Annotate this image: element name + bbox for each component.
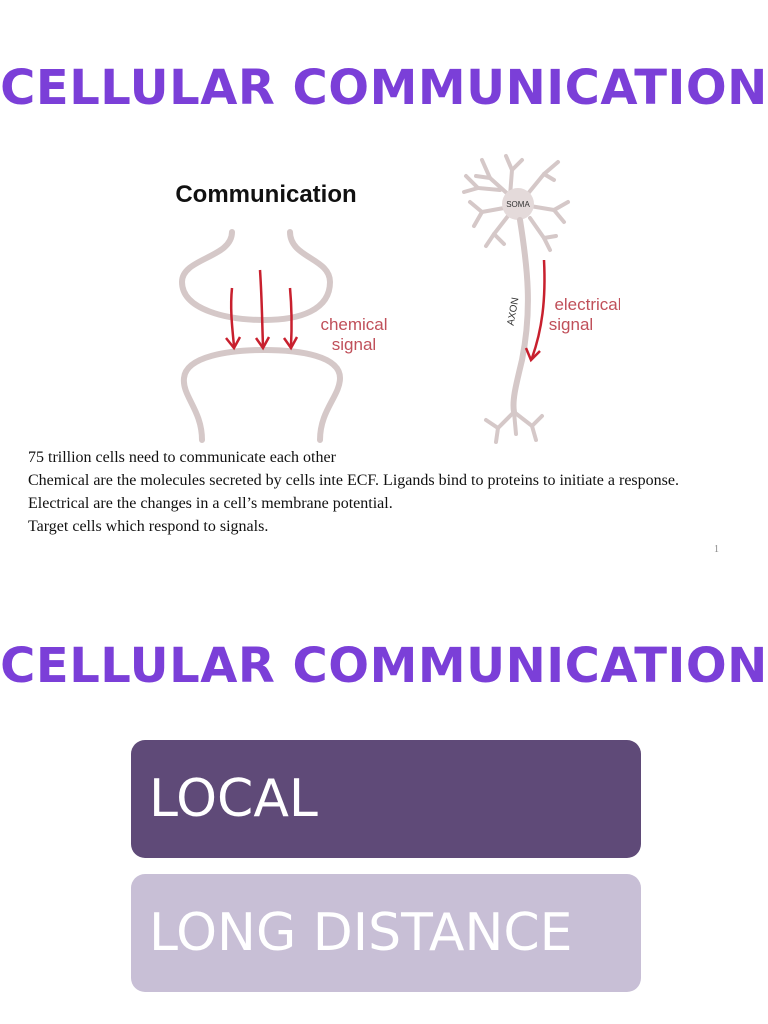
chemical-label-line1: chemical (320, 315, 387, 334)
electrical-arrow (524, 259, 546, 363)
body-line: Chemical are the molecules secreted by c… (28, 472, 679, 489)
slide-1: CELLULAR COMMUNICATION Communication che… (0, 60, 768, 555)
soma-body (502, 188, 534, 220)
slide-title: CELLULAR COMMUNICATION (0, 60, 768, 116)
slide-title: CELLULAR COMMUNICATION (0, 638, 768, 694)
body-line: 75 trillion cells need to communicate ea… (28, 449, 336, 466)
figure-heading: Communication (175, 181, 356, 208)
electrical-label-line2: signal (549, 315, 593, 334)
long-distance-label: LONG DISTANCE (149, 903, 573, 963)
body-line: Electrical are the changes in a cell’s m… (28, 495, 393, 512)
body-text: 75 trillion cells need to communicate ea… (28, 446, 740, 538)
axon-label: AXON (506, 297, 522, 327)
soma-label: SOMA (506, 200, 530, 209)
long-distance-box: LONG DISTANCE (131, 874, 641, 992)
body-line: Target cells which respond to signals. (28, 518, 269, 535)
local-label: LOCAL (149, 769, 318, 829)
neuron-dendrites (462, 154, 570, 252)
slide-2: CELLULAR COMMUNICATION LOCAL LONG DISTAN… (0, 580, 768, 1024)
axon (510, 217, 531, 415)
chemical-label-line2: signal (332, 335, 376, 354)
communication-figure: Communication chemical signal (175, 154, 620, 444)
local-box: LOCAL (131, 740, 641, 858)
postsynaptic-terminal (180, 346, 344, 443)
axon-terminals (484, 410, 544, 444)
presynaptic-terminal (178, 229, 334, 324)
chemical-arrows (225, 269, 299, 351)
electrical-label-line1: electrical (554, 295, 620, 314)
page-number: 1 (714, 544, 719, 555)
